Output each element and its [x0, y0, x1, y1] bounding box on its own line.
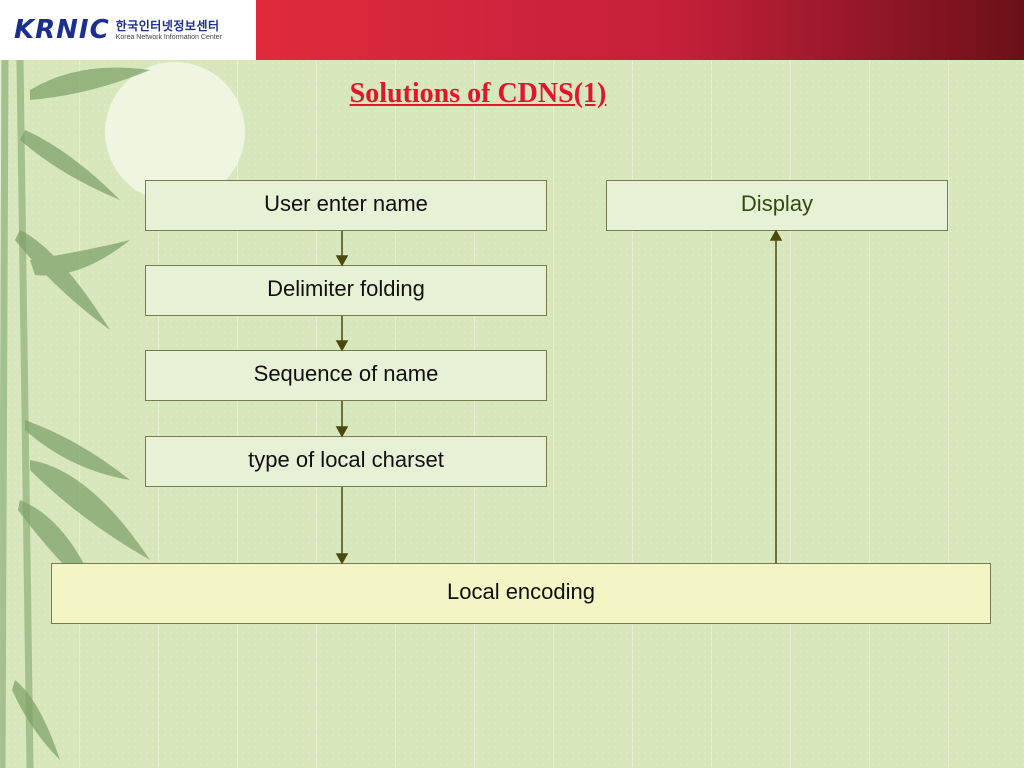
box-label: Display	[740, 190, 814, 216]
box-sequence-of-name: Sequence of name	[145, 350, 547, 401]
slide-title: Solutions of CDNS(1)	[349, 78, 607, 109]
box-user-enter-name: User enter name	[145, 180, 547, 231]
moon-decoration	[105, 62, 245, 202]
arrowhead-step4	[335, 426, 349, 438]
box-label: User enter name	[264, 190, 428, 216]
box-display: Display	[606, 180, 948, 231]
box-local-encoding: Local encoding	[51, 563, 991, 624]
logo-mark: KRNIC	[14, 15, 110, 45]
logo-english-text: Korea Network Information Center	[115, 33, 222, 41]
bamboo-decoration	[0, 59, 150, 768]
arrowhead-step3	[335, 340, 349, 352]
box-label: Local encoding	[446, 578, 595, 604]
header-red-band	[256, 0, 1024, 60]
arrowhead-step2	[335, 255, 349, 267]
arrowhead-display	[769, 229, 783, 241]
arrowhead-encoding	[335, 553, 349, 565]
krnic-logo: KRNIC 한국인터넷정보센터 Korea Network Informatio…	[14, 14, 222, 46]
box-label: type of local charset	[248, 446, 444, 472]
box-label: Delimiter folding	[267, 275, 425, 301]
header-white-panel: KRNIC 한국인터넷정보센터 Korea Network Informatio…	[0, 0, 256, 60]
box-type-of-local-charset: type of local charset	[145, 436, 547, 487]
box-label: Sequence of name	[253, 360, 439, 386]
logo-korean-text: 한국인터넷정보센터	[115, 18, 220, 33]
box-delimiter-folding: Delimiter folding	[145, 265, 547, 316]
